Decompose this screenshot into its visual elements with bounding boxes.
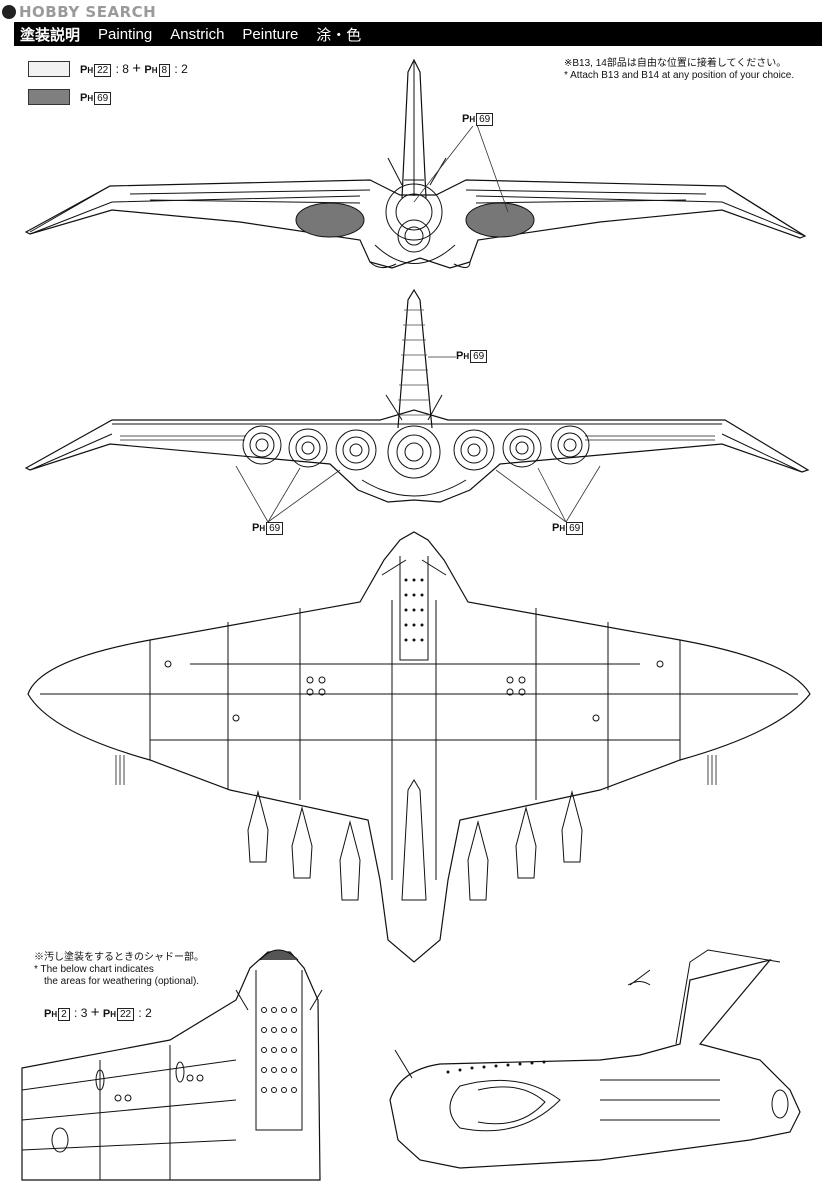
paint-ratio: 2 — [181, 62, 188, 76]
title-jp: 塗装説明 — [20, 26, 81, 44]
plus-sign: + — [90, 1004, 100, 1021]
paint-ratio: 2 — [145, 1006, 152, 1020]
paint-code: 22 — [94, 64, 112, 77]
callout-leaders — [235, 121, 601, 523]
paint-code: 69 — [94, 91, 112, 105]
paint-code: 2 — [58, 1008, 70, 1021]
attach-note-en: * Attach B13 and B14 at any position of … — [564, 70, 795, 81]
watermark-text: HOBBY SEARCH — [19, 3, 157, 21]
rear-engines — [242, 425, 590, 479]
paint-mark-icon: PH — [144, 64, 158, 76]
paint-code: 8 — [158, 64, 171, 77]
watermark: HOBBY SEARCH — [2, 2, 156, 22]
paint-ratio: 8 — [122, 62, 129, 76]
paint-mark-icon: PH — [102, 1008, 116, 1020]
hobby-search-logo-icon — [2, 5, 16, 19]
weather-note-en1: * The below chart indicates — [34, 964, 154, 975]
weathering-detail-view — [21, 949, 323, 1181]
paint-mark-icon: PH — [44, 1008, 58, 1020]
paint-code: 22 — [116, 1008, 135, 1021]
paint-mark-icon: PH — [80, 91, 94, 104]
side-view — [389, 949, 801, 1169]
header-bar: 塗装説明 Painting Anstrich Peinture 涂・色 — [14, 22, 822, 46]
weather-note-en2: the areas for weathering (optional). — [44, 976, 200, 987]
paint-mark-icon: PH — [80, 64, 94, 76]
title-jp2: 涂・色 — [316, 26, 362, 44]
top-view-nacelles — [247, 790, 583, 901]
top-view — [27, 531, 811, 963]
swatch-dark — [28, 89, 70, 105]
weather-note-jp: ※汚し塗装をするときのシャドー部。 — [34, 952, 204, 963]
title-fr: Peinture — [242, 25, 299, 43]
attach-note-jp: ※B13, 14部品は自由な位置に接着してください。 — [564, 58, 787, 69]
plus-sign: + — [132, 60, 142, 77]
title-de: Anstrich — [170, 25, 225, 43]
paint-ratio: 3 — [80, 1006, 88, 1020]
title-en: Painting — [98, 25, 153, 43]
front-view — [24, 58, 807, 269]
swatch-light — [28, 60, 70, 77]
rear-view — [24, 288, 810, 503]
